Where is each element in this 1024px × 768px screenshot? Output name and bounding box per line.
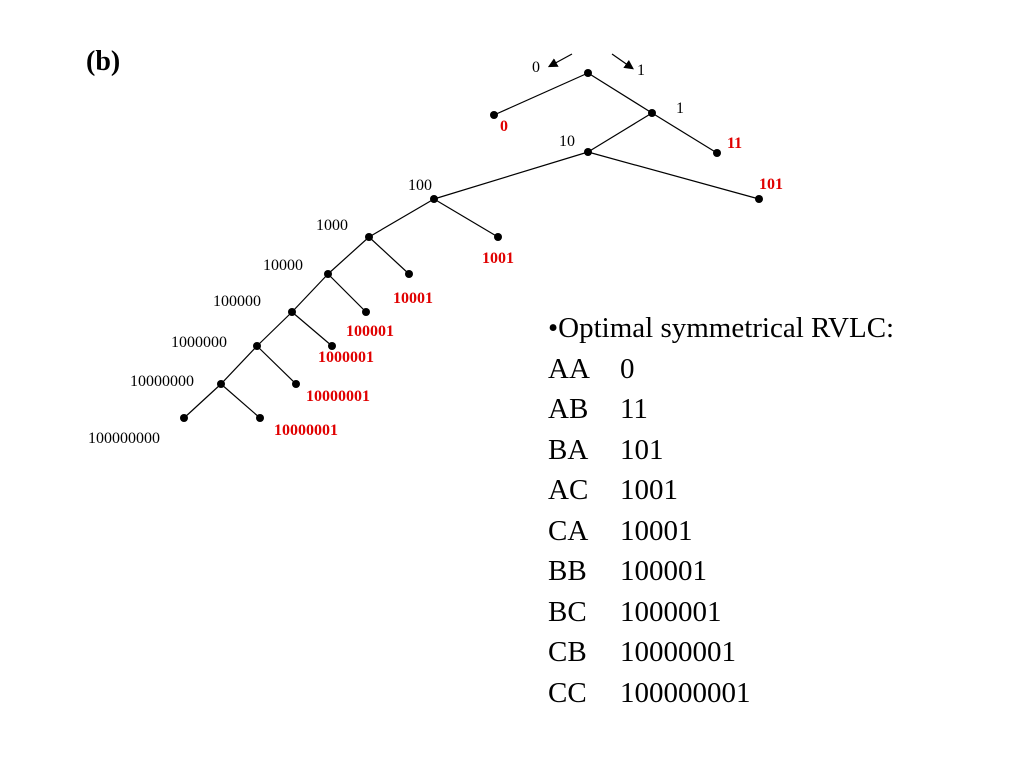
internal-label: 10000000 bbox=[130, 373, 194, 390]
code-row: BA 101 bbox=[548, 430, 894, 471]
code-symbol: CA bbox=[548, 514, 589, 547]
leaf-label: 101 bbox=[759, 176, 783, 193]
internal-node bbox=[365, 233, 373, 241]
leaf-node bbox=[755, 195, 763, 203]
leaf-label: 10001 bbox=[393, 290, 433, 307]
code-symbol: AB bbox=[548, 393, 589, 425]
leaf-node bbox=[405, 270, 413, 278]
codeword: 11 bbox=[620, 393, 648, 425]
code-symbol: CB bbox=[548, 636, 587, 668]
root-node bbox=[584, 69, 592, 77]
leaf-label: 10000001 bbox=[306, 388, 370, 405]
internal-node bbox=[217, 380, 225, 388]
internal-label: 100000000 bbox=[88, 430, 160, 447]
leaf-node-labels: 0 11 101 1001 10001 100001 1000001 10000… bbox=[274, 118, 783, 439]
internal-node bbox=[253, 342, 261, 350]
internal-label: 100 bbox=[408, 177, 432, 194]
code-row: AA 0 bbox=[548, 349, 894, 390]
code-symbol: AA bbox=[548, 352, 590, 385]
codeword: 1001 bbox=[620, 474, 678, 506]
code-symbol: BC bbox=[548, 595, 587, 628]
code-symbol: CC bbox=[548, 676, 587, 709]
leaf-node bbox=[328, 342, 336, 350]
direction-label-1: 1 bbox=[637, 62, 645, 79]
internal-label: 1000 bbox=[316, 217, 348, 234]
code-symbol: AC bbox=[548, 474, 589, 506]
internal-node bbox=[430, 195, 438, 203]
leaf-node bbox=[494, 233, 502, 241]
code-row: AC 1001 bbox=[548, 470, 894, 511]
code-symbol: BB bbox=[548, 555, 587, 587]
direction-arrows: 0 1 bbox=[532, 53, 645, 79]
code-row: BB 100001 bbox=[548, 551, 894, 592]
code-table-title: •Optimal symmetrical RVLC: bbox=[548, 312, 895, 344]
leaf-node bbox=[713, 149, 721, 157]
leaf-label: 100001 bbox=[346, 323, 394, 340]
code-row: CC 100000001 bbox=[548, 673, 894, 714]
internal-node bbox=[584, 148, 592, 156]
leaf-label: 10000001 bbox=[274, 422, 338, 439]
internal-node bbox=[180, 414, 188, 422]
internal-label: 1 bbox=[676, 100, 684, 117]
codeword: 1000001 bbox=[620, 595, 722, 628]
direction-label-0: 0 bbox=[532, 59, 540, 76]
leaf-node bbox=[362, 308, 370, 316]
internal-node-labels: 1 10 100 1000 10000 100000 1000000 10000… bbox=[88, 100, 684, 447]
codeword: 10000001 bbox=[620, 636, 736, 668]
codeword: 101 bbox=[620, 433, 664, 466]
leaf-node bbox=[490, 111, 498, 119]
leaf-label: 0 bbox=[500, 118, 508, 135]
internal-label: 10000 bbox=[263, 257, 303, 274]
codeword: 0 bbox=[620, 352, 635, 385]
internal-label: 10 bbox=[559, 133, 575, 150]
code-symbol: BA bbox=[548, 433, 589, 466]
code-row: AB 11 bbox=[548, 389, 894, 430]
code-row: CA 10001 bbox=[548, 511, 894, 552]
leaf-label: 1001 bbox=[482, 250, 514, 267]
leaf-label: 11 bbox=[727, 135, 742, 152]
codeword: 100000001 bbox=[620, 676, 751, 709]
internal-label: 1000000 bbox=[171, 334, 227, 351]
panel-label: (b) bbox=[86, 46, 121, 77]
leaf-node bbox=[256, 414, 264, 422]
internal-node bbox=[324, 270, 332, 278]
tree-nodes bbox=[180, 69, 763, 422]
internal-node bbox=[288, 308, 296, 316]
tree-edges bbox=[183, 72, 760, 419]
code-row: CB 10000001 bbox=[548, 632, 894, 673]
leaf-label: 1000001 bbox=[318, 349, 374, 366]
leaf-node bbox=[292, 380, 300, 388]
codeword: 10001 bbox=[620, 514, 693, 547]
codeword: 100001 bbox=[620, 555, 707, 587]
internal-label: 100000 bbox=[213, 293, 261, 310]
code-row: BC 1000001 bbox=[548, 592, 894, 633]
internal-node bbox=[648, 109, 656, 117]
